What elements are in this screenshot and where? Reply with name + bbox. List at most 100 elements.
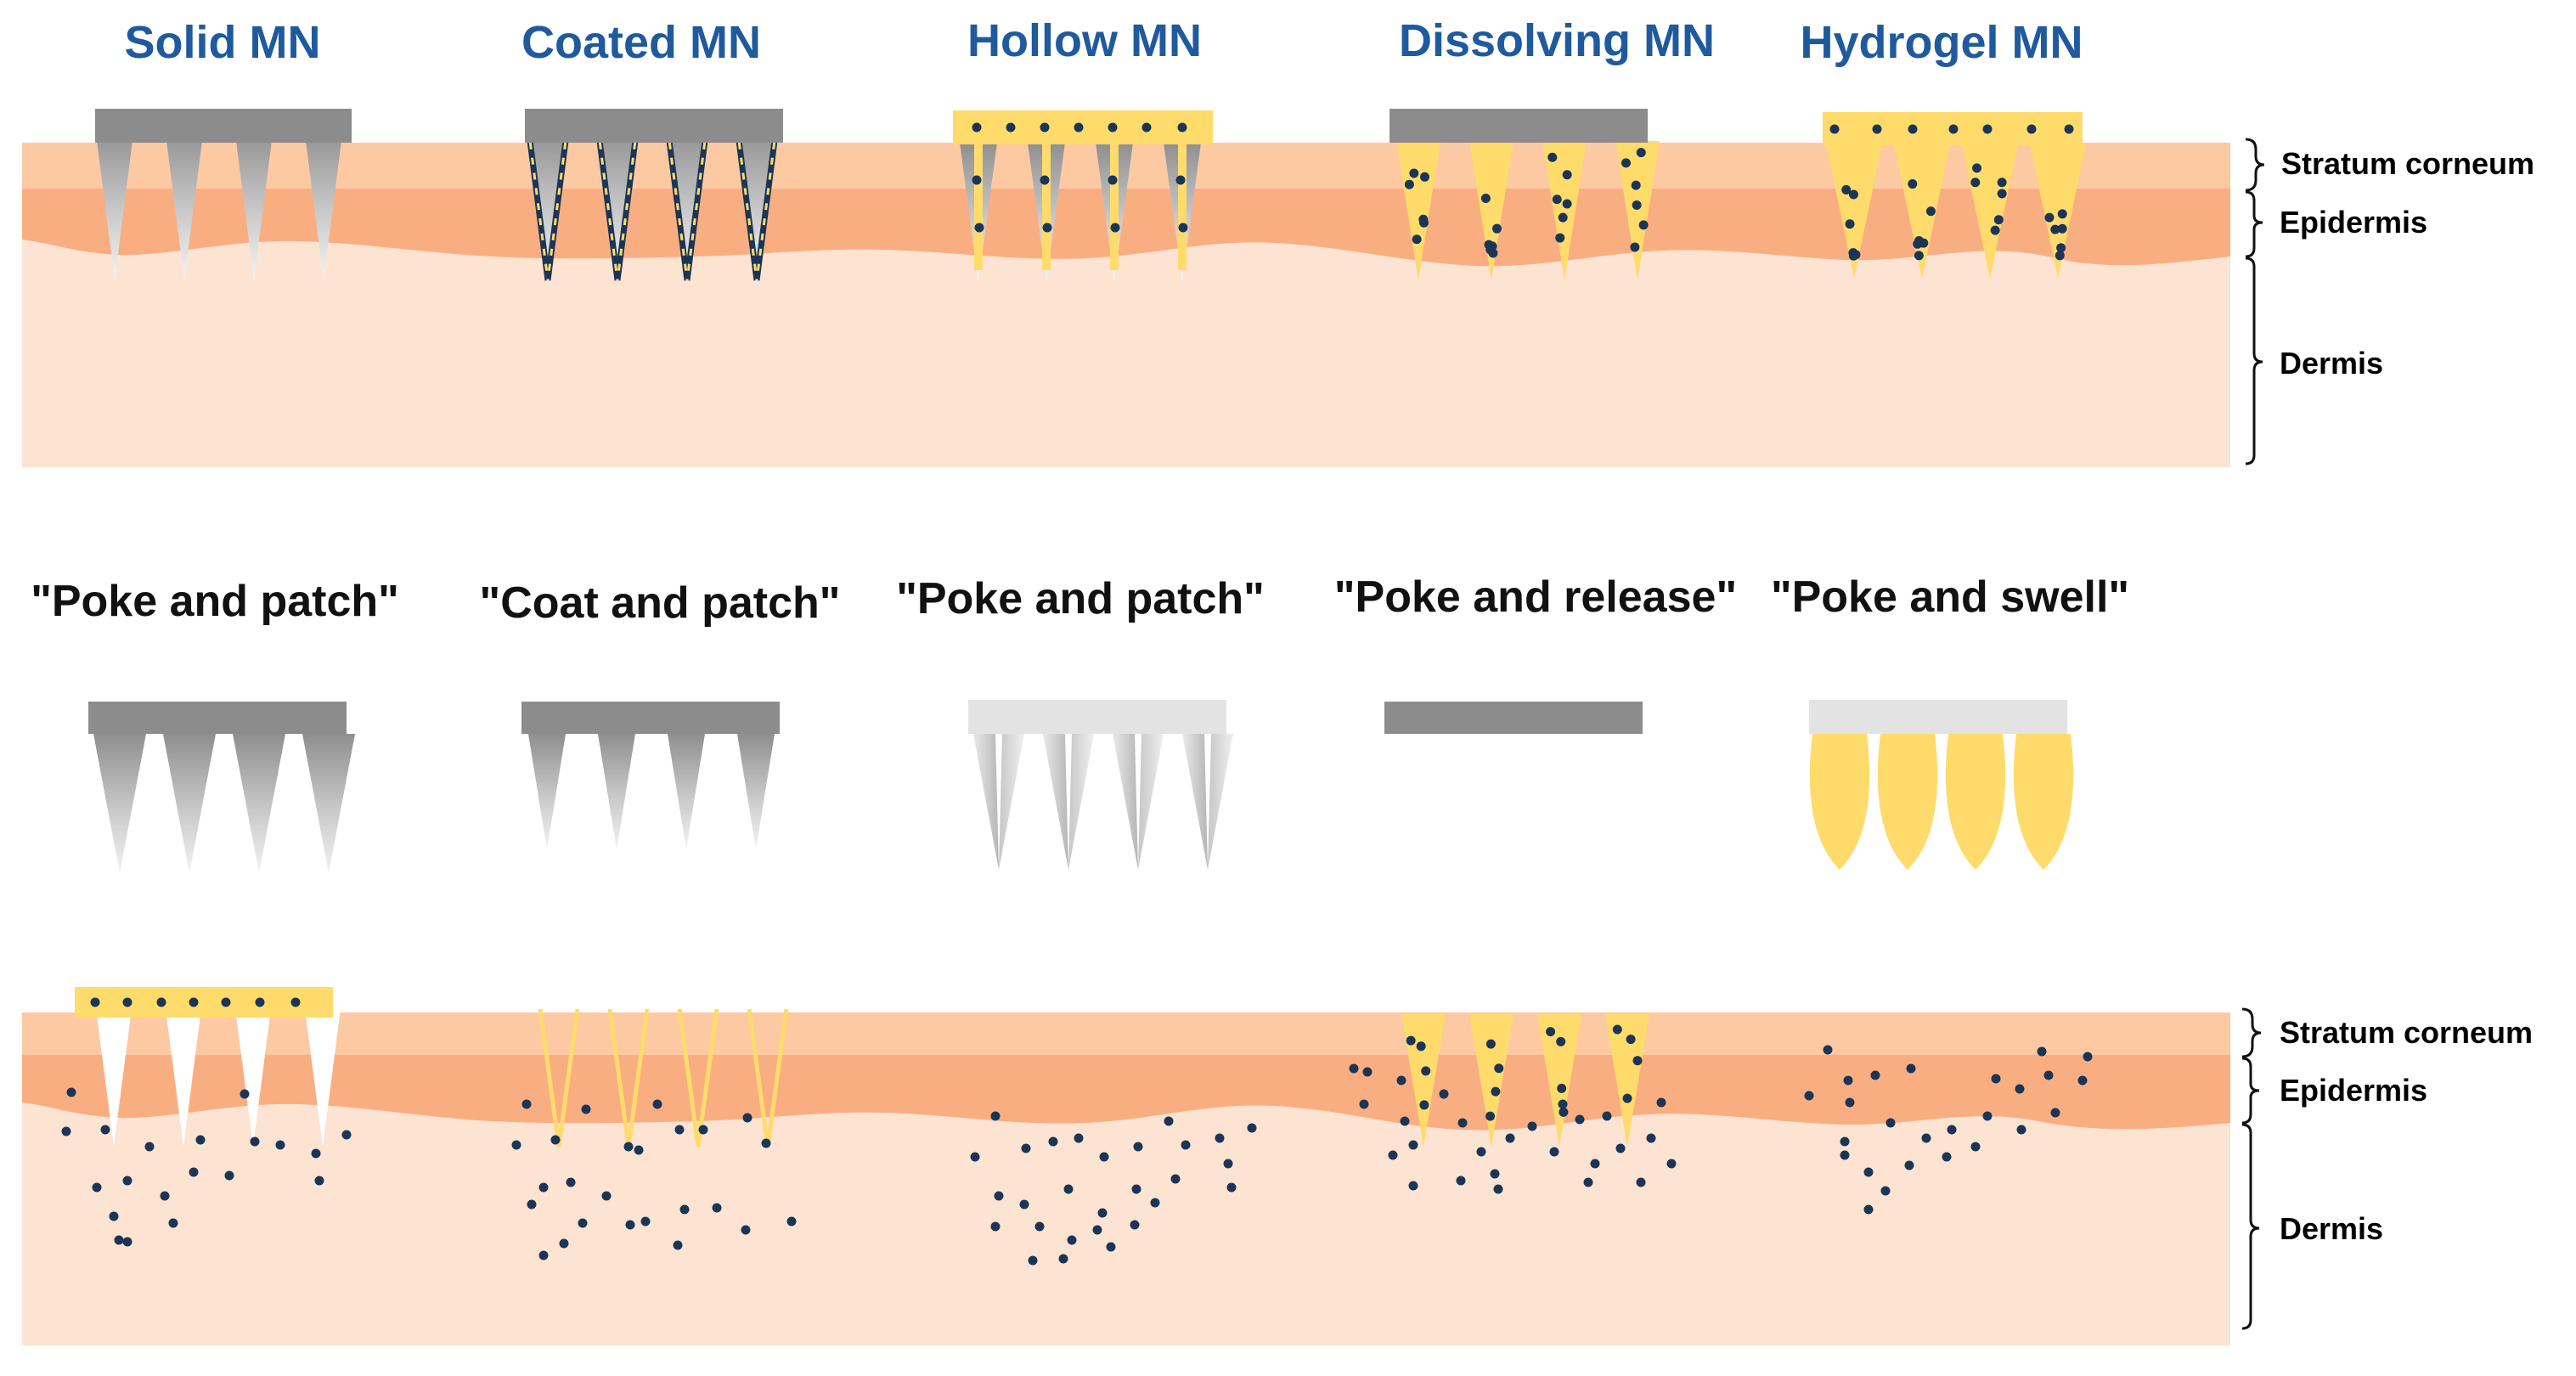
label-dermis-top: Dermis <box>2280 346 2383 381</box>
drug-particle <box>1845 1097 1855 1108</box>
drug-particle <box>1558 212 1568 223</box>
drug-particle <box>114 1235 124 1245</box>
drug-particle <box>1843 1075 1853 1086</box>
drug-particle <box>1646 1133 1656 1143</box>
drug-particle <box>538 1182 549 1193</box>
drug-particle <box>1226 1182 1237 1193</box>
drug-particle <box>1042 223 1052 233</box>
drug-particle <box>1972 163 1982 173</box>
drug-particle <box>144 1142 155 1152</box>
drug-particle <box>1108 175 1118 185</box>
hollow-needle-wall-left <box>973 734 999 870</box>
hollow-mn-inserted <box>953 110 1213 282</box>
drug-particle <box>1494 1063 1504 1074</box>
solid-delivery <box>61 987 352 1247</box>
drug-particle <box>1141 122 1152 133</box>
drug-particle <box>550 1135 561 1145</box>
hollow-needle-channel <box>1110 143 1119 270</box>
drug-particle <box>2077 1075 2088 1086</box>
drug-particle <box>1622 1093 1632 1103</box>
drug-particle <box>1485 1111 1496 1121</box>
drug-particle <box>1349 1063 1359 1074</box>
drug-particle <box>1097 1208 1108 1218</box>
drug-particle <box>2037 1046 2047 1057</box>
type-titles: Solid MN Coated MN Hollow MN Dissolving … <box>125 15 2083 68</box>
drug-particle <box>122 997 132 1007</box>
drug-particle <box>559 1238 569 1249</box>
drug-particle <box>2057 223 2067 234</box>
drug-particle <box>1823 1045 1833 1055</box>
drug-particle <box>1416 1041 1426 1052</box>
dissolving-needle <box>1615 141 1660 280</box>
drug-particle <box>1021 1143 1031 1153</box>
drug-particle <box>652 1099 662 1109</box>
title-hollow-mn: Hollow MN <box>967 15 1202 66</box>
drug-particle <box>1575 1114 1585 1125</box>
dissolving-needle-remnant <box>1401 1014 1446 1147</box>
drug-particle <box>2056 243 2066 253</box>
drug-particle <box>122 1237 132 1247</box>
drug-particle <box>2043 1070 2054 1080</box>
drug-particle <box>250 1136 260 1147</box>
drug-particle <box>1420 172 1430 182</box>
drug-particle <box>341 1130 352 1140</box>
drug-particle <box>1106 1242 1116 1252</box>
drug-particle <box>1631 180 1641 190</box>
drug-particle <box>741 1225 751 1235</box>
drug-particle <box>1638 220 1649 230</box>
drug-particle <box>1559 1107 1569 1117</box>
mechanism-dissolving: "Poke and release" <box>1334 572 1737 622</box>
drug-particle <box>1040 122 1050 133</box>
drug-particle <box>742 1113 753 1123</box>
mechanism-hydrogel: "Poke and swell" <box>1771 572 2129 622</box>
drug-particle <box>1505 1133 1515 1143</box>
drug-particle <box>1175 175 1186 185</box>
bracket-stratum-corneum <box>2241 1007 2262 1058</box>
coated-mn-inserted <box>525 109 783 281</box>
drug-particle <box>1419 1100 1429 1110</box>
drug-particle <box>314 1176 324 1186</box>
drug-particle <box>527 1199 537 1210</box>
hollow-needle-wall-left <box>1113 734 1138 870</box>
drug-particle <box>1040 175 1050 185</box>
drug-particle <box>255 997 265 1007</box>
label-dermis-bottom: Dermis <box>2280 1211 2383 1246</box>
drug-particle <box>1456 1176 1466 1186</box>
solid-needle <box>93 734 146 873</box>
drug-particle <box>1092 1225 1102 1235</box>
drug-coating-right-dash <box>546 127 569 281</box>
drug-particle <box>100 1125 110 1135</box>
hydrogel-mn-base <box>1809 700 2067 734</box>
solid-needle <box>302 734 355 873</box>
drug-particle <box>623 1142 634 1152</box>
drug-particle <box>1067 1235 1077 1245</box>
drug-particle <box>786 1216 797 1227</box>
skin-micro-channel <box>165 1002 202 1147</box>
drug-particle <box>1491 1086 1501 1097</box>
drug-particle <box>1558 1099 1568 1109</box>
hollow-mn-reservoir-empty <box>968 700 1226 734</box>
drug-particle <box>2050 224 2060 234</box>
label-epidermis-bottom: Epidermis <box>2280 1073 2427 1108</box>
dissolving-needle-remnant <box>1605 1014 1649 1147</box>
title-coated-mn: Coated MN <box>521 17 761 68</box>
drug-particle <box>1485 245 1496 255</box>
drug-particle <box>974 223 984 233</box>
solid-mn-base <box>88 702 347 734</box>
drug-particle <box>1546 1027 1556 1037</box>
drug-coating-left-dash <box>736 127 758 281</box>
drug-particle <box>1408 1140 1418 1150</box>
drug-particle <box>1048 1136 1058 1147</box>
drug-particle <box>1863 1167 1874 1177</box>
drug-particle <box>1921 1133 1931 1143</box>
drug-particle <box>311 1148 321 1159</box>
drug-particle <box>1006 122 1016 133</box>
drug-particle <box>1547 152 1558 162</box>
hollow-needle-wall-right <box>1208 734 1233 870</box>
solid-needle <box>165 127 204 280</box>
drug-particle <box>1555 233 1565 243</box>
drug-particle <box>1150 1198 1160 1208</box>
drug-coating-left-dash <box>596 127 619 281</box>
solid-needle <box>304 127 343 280</box>
